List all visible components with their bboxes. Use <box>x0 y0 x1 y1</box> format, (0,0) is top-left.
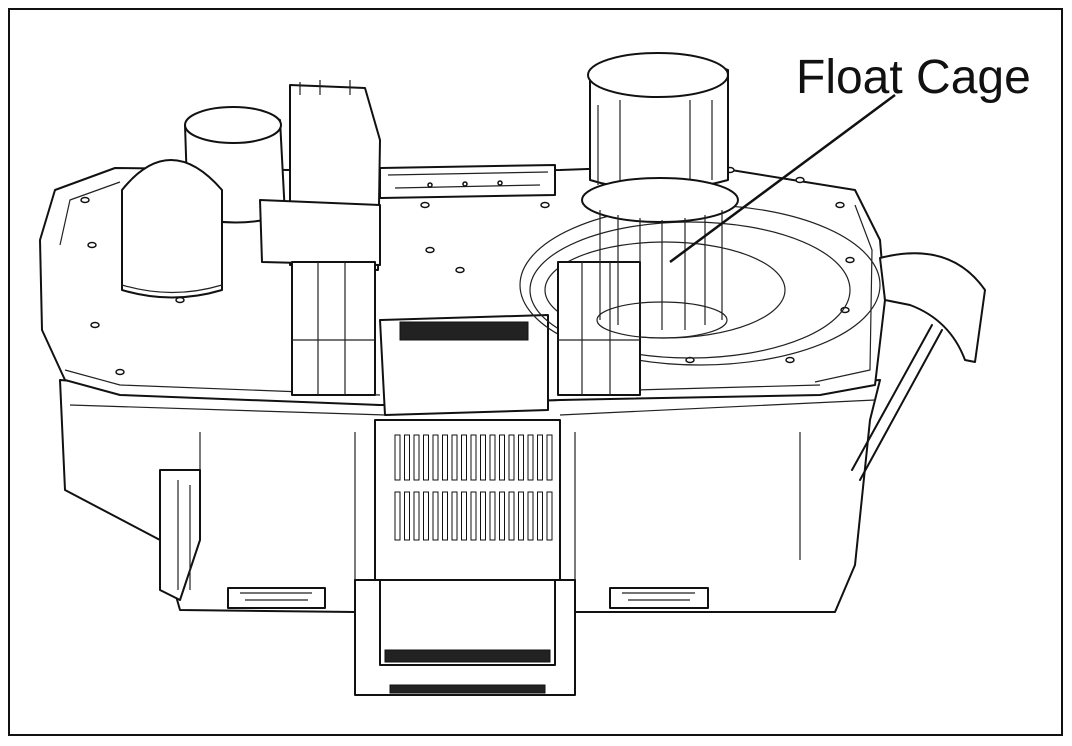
float-cage <box>581 52 739 339</box>
vent-slot <box>537 434 543 481</box>
screw-hole <box>785 356 795 364</box>
vent-slot <box>546 434 553 481</box>
vent-slot <box>499 491 505 541</box>
dome-front <box>121 159 223 299</box>
vent-slot <box>413 434 420 481</box>
vent-slot <box>480 491 486 541</box>
screw-hole <box>845 256 855 264</box>
vent-slot <box>461 491 467 541</box>
vent-slot <box>394 434 401 481</box>
vent-slot <box>480 434 486 481</box>
latch-right <box>557 261 641 396</box>
vent-slot <box>451 491 458 541</box>
vent-slot <box>404 434 410 481</box>
vent-slot <box>423 434 429 481</box>
foot-right <box>609 587 709 609</box>
callout-leader-line <box>669 93 896 264</box>
vent-slot <box>423 491 429 541</box>
screw-hole <box>540 201 550 209</box>
vent-slot <box>489 434 496 481</box>
foot-left <box>227 587 326 609</box>
screw-hole <box>425 246 435 254</box>
screw-hole <box>455 266 465 274</box>
vent-slot <box>461 434 467 481</box>
vent-slot <box>432 491 439 541</box>
vent-slot <box>432 434 439 481</box>
screw-hole <box>420 201 430 209</box>
vent-slot <box>518 491 524 541</box>
vent-slot <box>442 491 448 541</box>
rear-plate <box>379 164 556 199</box>
vent-slot <box>499 434 505 481</box>
vent-slot <box>518 434 524 481</box>
float-cage-label: Float Cage <box>796 51 1031 104</box>
vent-slot <box>470 434 477 481</box>
vent-slot <box>537 491 543 541</box>
vent-slot <box>470 491 477 541</box>
vent-slot <box>546 491 553 541</box>
right-handle <box>879 252 986 363</box>
screw-hole <box>835 201 845 209</box>
vent-slot <box>508 434 515 481</box>
vent-slot <box>394 491 401 541</box>
vent-slot <box>527 434 534 481</box>
vent-slot <box>527 491 534 541</box>
screw-hole <box>80 196 90 204</box>
vent-slot <box>451 434 458 481</box>
screw-hole <box>87 241 97 249</box>
screw-hole <box>795 176 805 184</box>
screw-hole <box>90 321 100 329</box>
vent-slot <box>404 491 410 541</box>
vent-slots <box>394 434 553 541</box>
vent-slot <box>489 491 496 541</box>
latch-left <box>291 261 376 396</box>
vent-slot <box>442 434 448 481</box>
screw-hole <box>115 368 125 376</box>
vent-slot <box>508 491 515 541</box>
vent-slot <box>413 491 420 541</box>
device-illustration <box>39 52 986 696</box>
